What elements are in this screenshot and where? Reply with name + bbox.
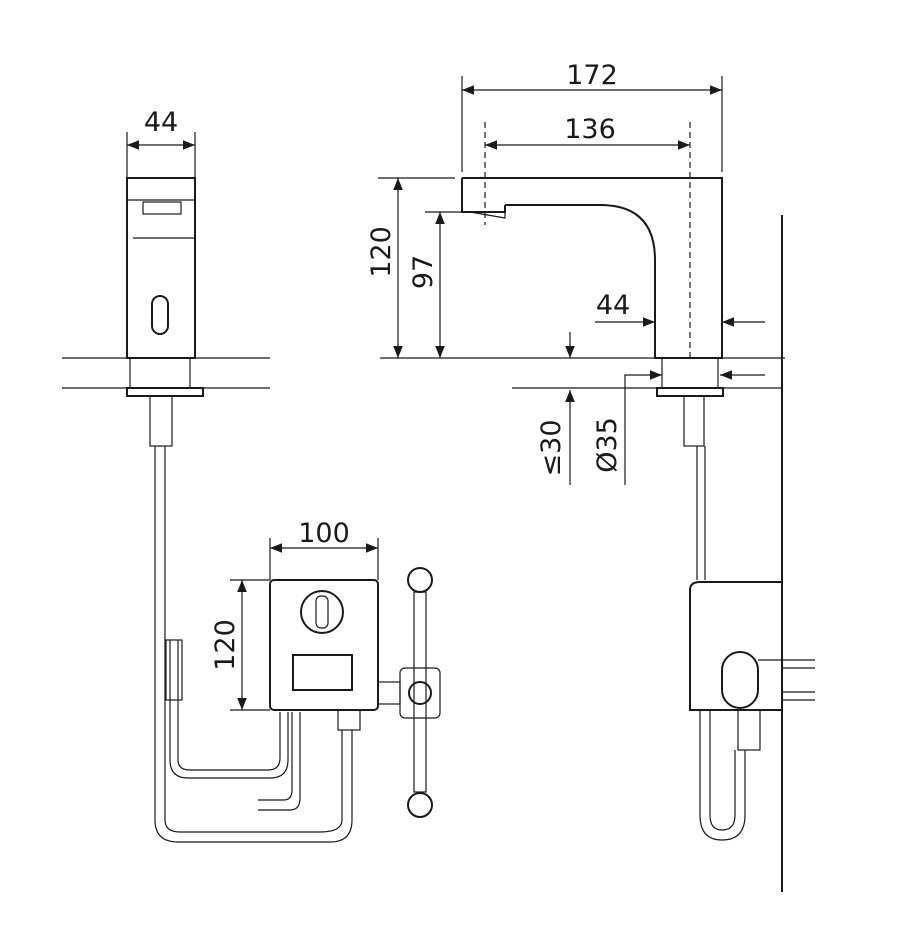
dimension-side-spout-reach: 136 [485,114,690,150]
dimension-side-total-length: 172 [461,60,723,172]
dimension-front-width: 44 [126,107,196,178]
dimension-side-body-width: 44 [595,290,765,327]
dimension-box-width: 100 [269,518,379,580]
dim-total-length-label: 172 [566,60,618,91]
front-view-faucet [62,177,353,843]
dim-spout-reach-label: 136 [564,114,616,145]
dim-max-counter-label: ≤30 [536,420,567,477]
dim-hole-diameter-label: Ø35 [592,417,623,473]
dim-body-width-label: 44 [596,290,630,321]
dimension-max-counter-thickness: ≤30 [536,332,575,485]
dim-box-height-label: 120 [210,619,241,671]
dimension-box-height: 120 [210,579,270,711]
dimension-side-spout-height: 97 [408,211,462,358]
dim-front-width-label: 44 [144,107,178,138]
dimension-side-height: 120 [366,177,455,358]
dimension-hole-diameter: Ø35 [592,370,765,485]
dim-spout-height-label: 97 [408,255,439,289]
dim-box-width-label: 100 [298,518,350,549]
dim-height-label: 120 [366,226,397,278]
valve-assembly [399,567,441,818]
control-box [269,579,401,731]
side-view-faucet [380,122,815,892]
